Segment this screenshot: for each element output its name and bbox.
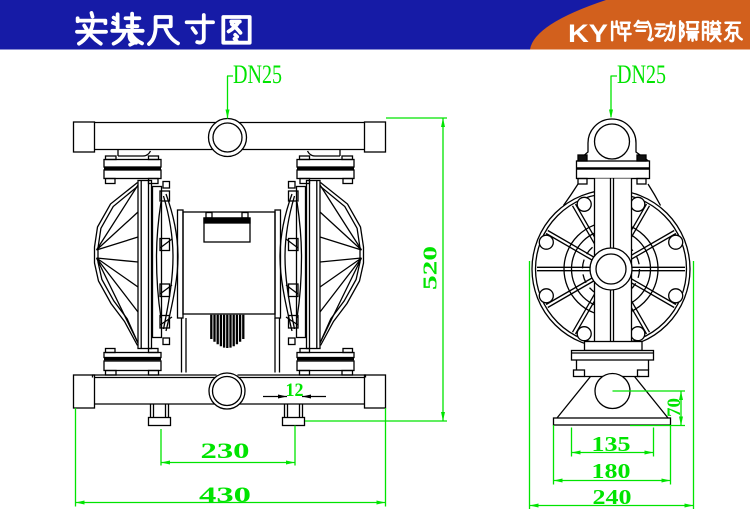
svg-text:KY: KY: [568, 20, 608, 48]
svg-text:135: 135: [592, 432, 631, 456]
svg-text:70: 70: [664, 398, 685, 417]
svg-text:430: 430: [199, 482, 251, 507]
svg-text:DN25: DN25: [617, 60, 666, 89]
svg-text:180: 180: [592, 459, 631, 483]
svg-text:230: 230: [201, 438, 250, 463]
svg-text:520: 520: [420, 246, 442, 290]
svg-text:240: 240: [593, 485, 632, 509]
svg-text:12: 12: [286, 380, 304, 401]
svg-text:DN25: DN25: [233, 60, 282, 89]
